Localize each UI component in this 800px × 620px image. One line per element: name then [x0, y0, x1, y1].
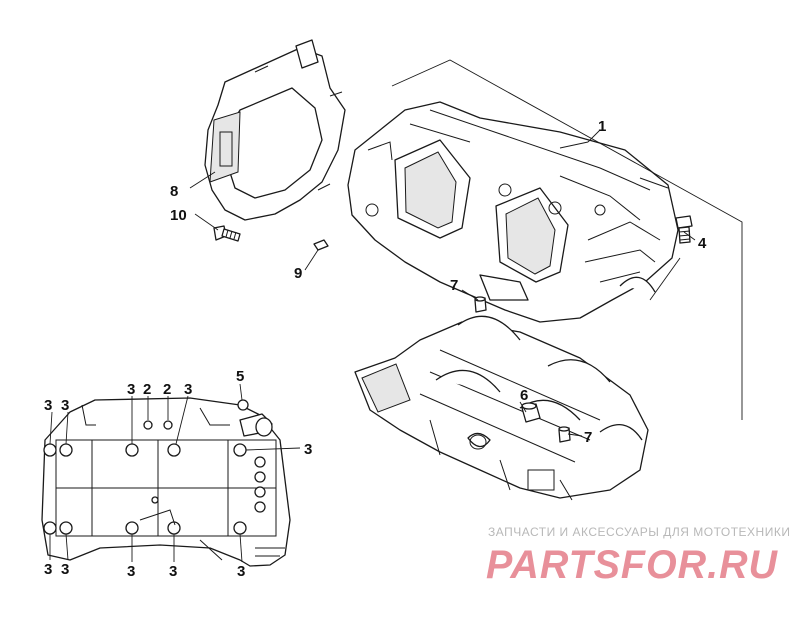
callout-7-lower: 7 [584, 429, 592, 446]
bolt-part-10 [213, 225, 241, 242]
bottom-view [41, 397, 291, 567]
upper-crankcase-part-1 [347, 101, 679, 323]
callout-7-upper: 7 [450, 277, 458, 294]
callout-10: 10 [170, 207, 187, 224]
callout-9: 9 [294, 265, 302, 282]
callout-3-right: 3 [304, 441, 312, 458]
watermark-tagline: ЗАПЧАСТИ И АКСЕССУАРЫ ДЛЯ МОТОТЕХНИКИ [488, 525, 790, 539]
callout-6: 6 [520, 387, 528, 404]
callout-3-bottom-c: 3 [127, 563, 135, 580]
watermark-brand: PARTSFOR.RU [486, 543, 778, 587]
callout-3-bottom-d: 3 [169, 563, 177, 580]
leader-lines [49, 59, 743, 563]
cover-plate-part-8 [204, 39, 346, 221]
callout-3-top-a: 3 [127, 381, 135, 398]
callouts: 1 4 8 10 9 7 6 7 5 3 2 2 3 3 3 3 3 3 3 3… [44, 118, 707, 580]
callout-3-left-b: 3 [61, 397, 69, 414]
dowel-pin-part-7-lower [558, 426, 571, 443]
callout-3-bottom-a: 3 [44, 561, 52, 578]
callout-4: 4 [698, 235, 707, 252]
watermark: ЗАПЧАСТИ И АКСЕССУАРЫ ДЛЯ МОТОТЕХНИКИ PA… [486, 525, 790, 587]
callout-3-bottom-e: 3 [237, 563, 245, 580]
callout-8: 8 [170, 183, 178, 200]
callout-3-bottom-b: 3 [61, 561, 69, 578]
callout-2-a: 2 [143, 381, 151, 398]
callout-5: 5 [236, 368, 244, 385]
callout-3-top-b: 3 [184, 381, 192, 398]
callout-2-b: 2 [163, 381, 171, 398]
callout-1: 1 [598, 118, 606, 135]
lower-crankcase [354, 315, 649, 501]
dowel-pin-part-9 [313, 239, 329, 251]
dowel-pin-part-7-upper [474, 296, 487, 313]
callout-3-left-a: 3 [44, 397, 52, 414]
fitting-part-6 [521, 402, 541, 423]
